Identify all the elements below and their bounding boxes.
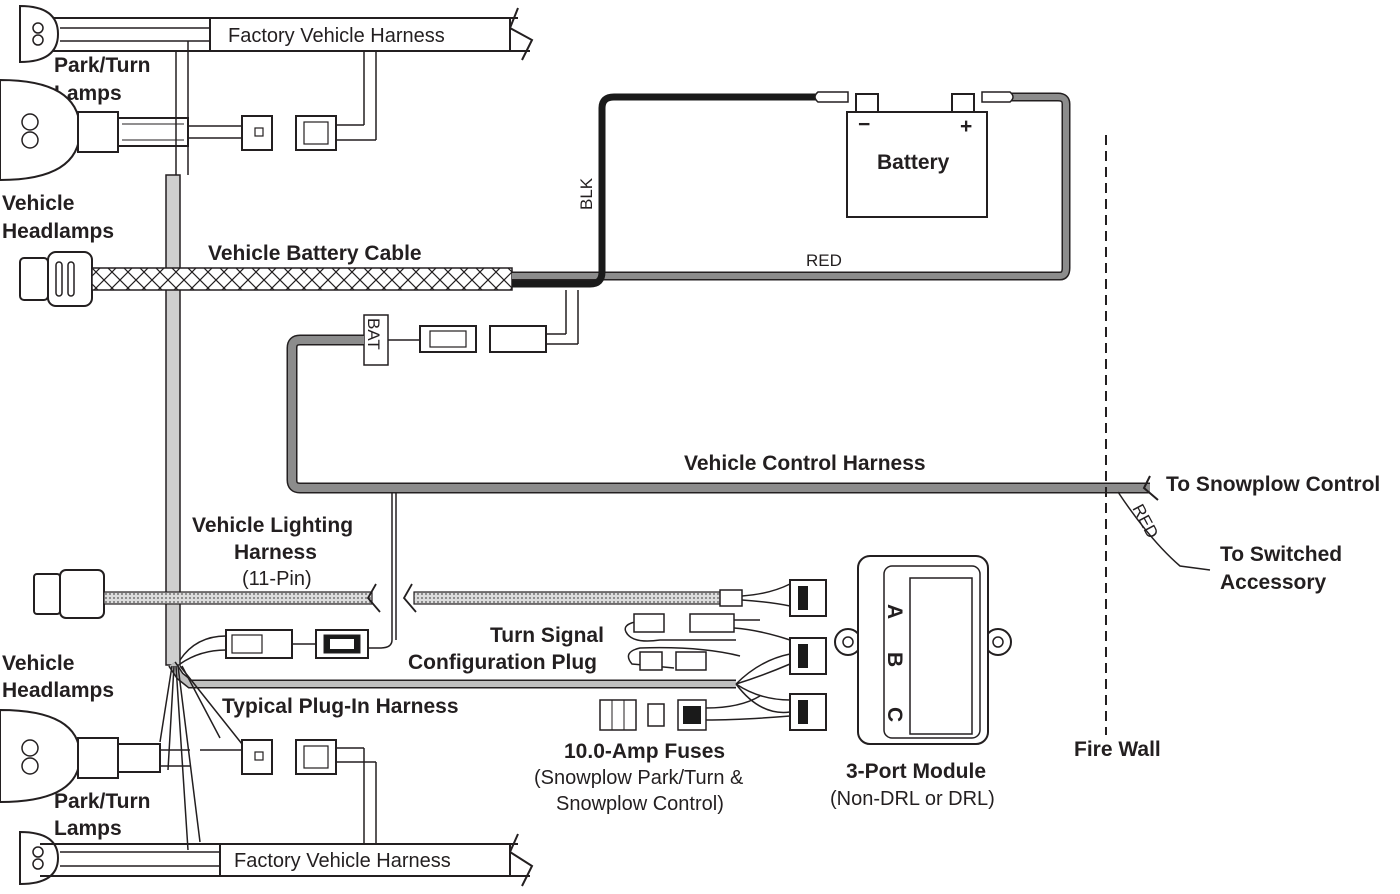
connector-bottom-b (295, 739, 377, 844)
battery-pos-label: + (960, 115, 972, 138)
park-turn-bottom-label-2: Lamps (54, 817, 122, 840)
bat-label: BAT (364, 318, 383, 350)
plug-in-harness-label: Typical Plug-In Harness (222, 695, 459, 718)
battery (846, 93, 988, 218)
battery-cable-label: Vehicle Battery Cable (208, 242, 422, 265)
headlamp-bottom (0, 708, 190, 804)
module-port-connectors (789, 579, 827, 731)
park-turn-lamp-top (19, 4, 60, 64)
module-label-2: (Non-DRL or DRL) (830, 788, 995, 810)
battery-leads (512, 91, 1071, 288)
fire-wall-label: Fire Wall (1074, 738, 1161, 761)
turn-signal-label-2: Configuration Plug (408, 651, 597, 674)
red-wire-label: RED (806, 251, 842, 270)
connector-top-a (188, 115, 273, 151)
factory-harness-bottom-label: Factory Vehicle Harness (234, 850, 451, 872)
park-turn-bottom-label-1: Park/Turn (54, 790, 150, 813)
headlamps-top-label-1: Vehicle (2, 192, 74, 215)
bat-connector (363, 290, 579, 366)
fuses-label-3: Snowplow Control) (556, 793, 724, 815)
blk-wire-label: BLK (577, 177, 596, 210)
port-b-label: B (883, 652, 906, 667)
battery-neg-label: − (858, 113, 870, 136)
red-diag-label: RED (1128, 501, 1162, 542)
bottom-fanout-wires (159, 665, 243, 851)
vehicle-lighting-harness (33, 569, 791, 619)
headlamps-bottom-label-2: Headlamps (2, 679, 114, 702)
fuses-label-2: (Snowplow Park/Turn & (534, 767, 744, 789)
three-port-module (834, 555, 1012, 745)
headlamps-bottom-label-1: Vehicle (2, 652, 74, 675)
fuses-label-1: 10.0-Amp Fuses (564, 740, 725, 763)
connector-bottom-a (200, 739, 273, 775)
vehicle-control-harness (286, 334, 1211, 571)
control-drop-wires (368, 493, 397, 649)
fuses (599, 695, 791, 731)
headlamps-top-label-2: Headlamps (2, 220, 114, 243)
turn-signal-label-1: Turn Signal (490, 624, 604, 647)
park-turn-top-label-1: Park/Turn (54, 54, 150, 77)
control-harness-label: Vehicle Control Harness (684, 452, 926, 475)
to-switched-label-2: Accessory (1220, 571, 1327, 594)
port-a-label: A (883, 604, 906, 619)
connector-top-b (295, 51, 377, 151)
top-drop-wires (175, 41, 189, 175)
module-label-1: 3-Port Module (846, 760, 986, 783)
to-switched-label-1: To Switched (1220, 543, 1342, 566)
factory-harness-bottom (40, 833, 534, 887)
turn-signal-config-plug (624, 613, 791, 671)
port-c-label: C (883, 707, 906, 722)
factory-harness-top (40, 7, 534, 61)
factory-harness-top-label: Factory Vehicle Harness (228, 25, 445, 47)
park-turn-top-label-2: Lamps (54, 82, 122, 105)
lighting-harness-label-1: Vehicle Lighting (192, 514, 353, 537)
lighting-harness-label-3: (11-Pin) (242, 568, 312, 590)
battery-label: Battery (877, 151, 950, 174)
to-snowplow-control-label: To Snowplow Control (1166, 473, 1380, 496)
vehicle-battery-cable (19, 251, 513, 307)
plug-in-connector-left (179, 629, 369, 665)
lighting-harness-label-2: Harness (234, 541, 317, 564)
